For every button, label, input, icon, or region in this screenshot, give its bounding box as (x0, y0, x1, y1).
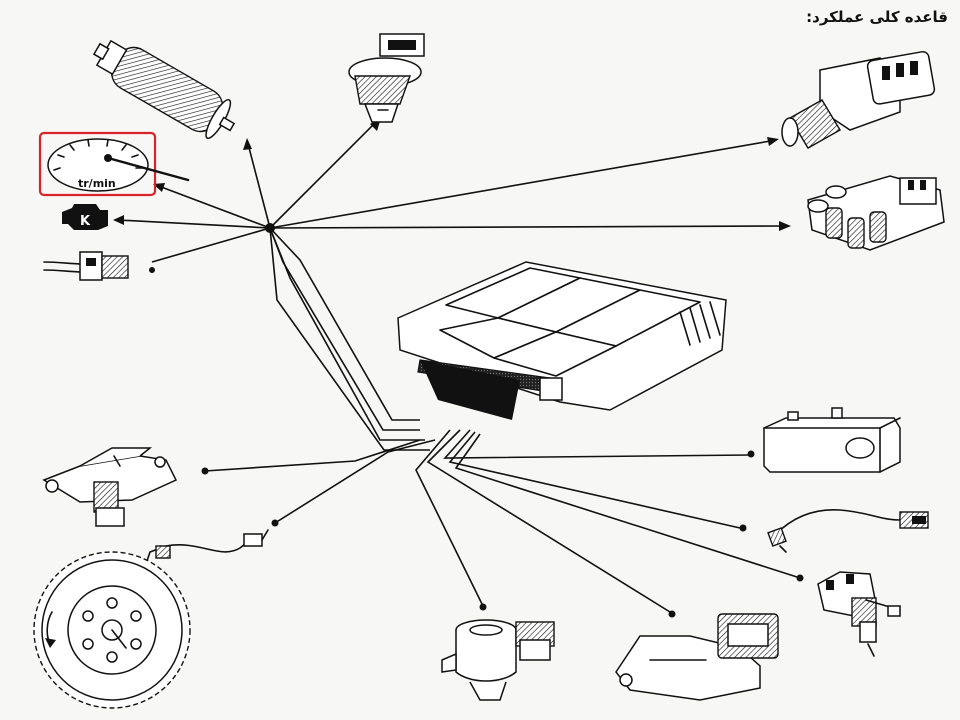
wire-battery (443, 429, 751, 459)
engine-warning-icon: K (62, 204, 108, 230)
wiring-harness (117, 119, 804, 618)
throttle-sensor-icon (615, 613, 779, 701)
ecu-icon (397, 261, 727, 420)
wire-knock-sensor (415, 429, 484, 607)
wire-map-sensor (204, 439, 421, 472)
wire-idle-valve (269, 139, 777, 229)
temperature-sensor-icon (817, 571, 901, 657)
page-title: قاعده کلی عملکرد: (806, 8, 948, 26)
connector-icon (43, 251, 129, 281)
tachometer-icon: tr/min (38, 131, 190, 197)
wire-ignition-coil (269, 225, 789, 229)
wire-diagnostic-connector (151, 227, 271, 263)
idle-valve-icon (781, 50, 936, 149)
svg-text:K: K (80, 214, 91, 229)
wire-tachometer (155, 184, 271, 229)
oxygen-sensor-icon (767, 509, 929, 553)
wire-injector (269, 119, 379, 229)
knock-sensor-icon (441, 619, 555, 701)
injector-icon (348, 33, 425, 123)
battery-icon (763, 407, 901, 473)
speed-sensor-icon (140, 529, 269, 574)
gauge-needle (106, 156, 190, 182)
wire-temperature-sensor (454, 433, 798, 578)
wire-warning-lamp (117, 219, 271, 229)
map-sensor-icon (42, 447, 178, 527)
wire-fuel-pump (246, 139, 271, 229)
gauge-unit-label: tr/min (78, 177, 116, 190)
fuel-pump-icon (92, 39, 236, 140)
wire-speed-sensor (274, 439, 436, 524)
tachometer-highlight-frame (38, 131, 157, 197)
wire-throttle-sensor (426, 429, 671, 613)
flywheel-icon (33, 551, 191, 709)
ignition-coil-icon (807, 175, 945, 251)
wire-oxygen-sensor (448, 431, 741, 529)
